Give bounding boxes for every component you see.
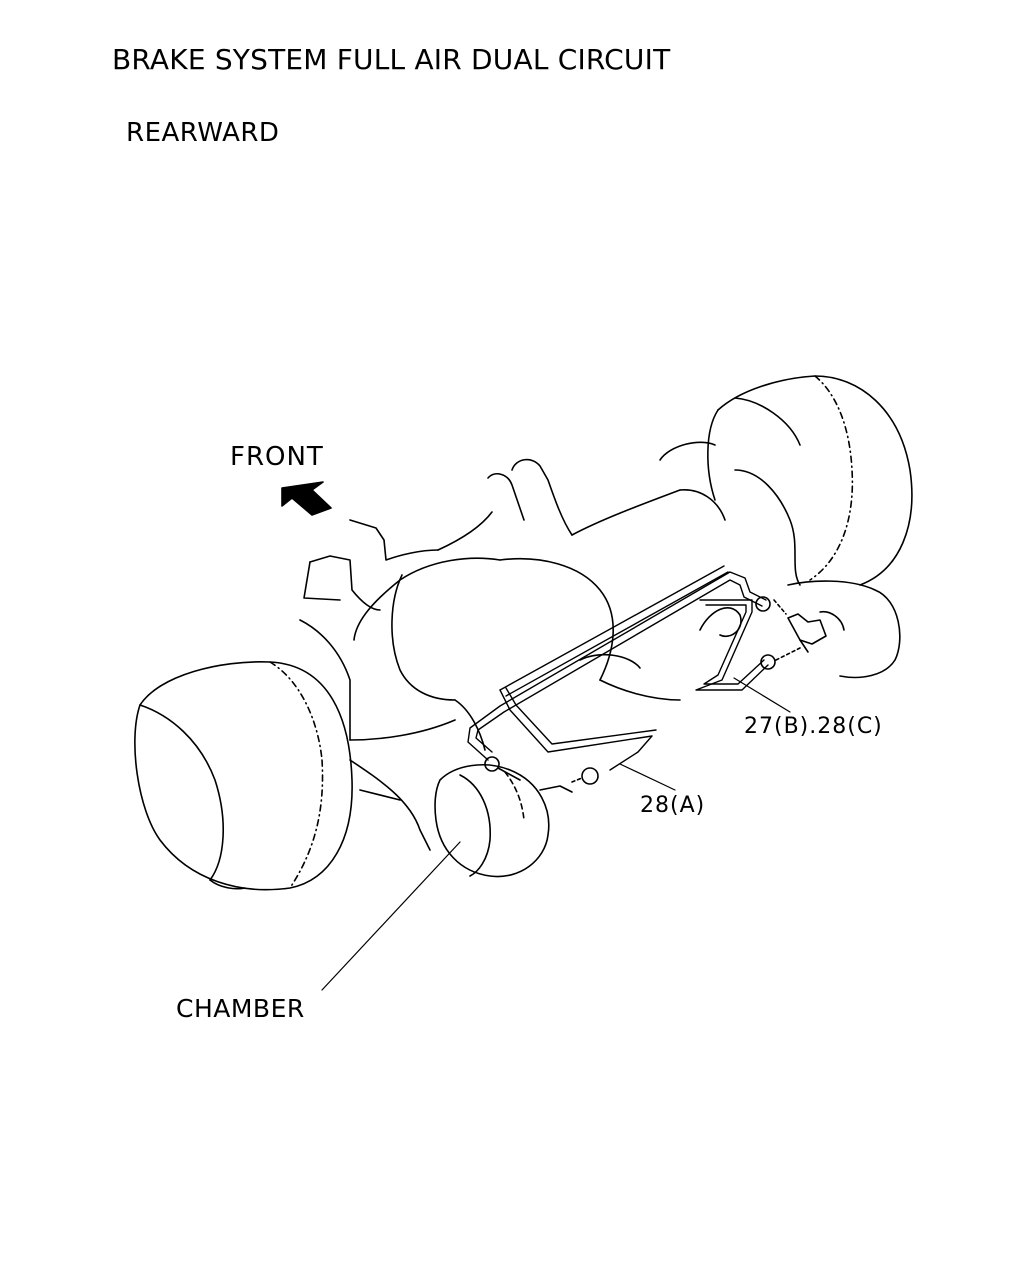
left-wheel-hub: [135, 662, 352, 890]
diagram-subtitle: REARWARD: [126, 118, 280, 148]
brake-pipe-28a: [468, 566, 766, 770]
front-arrow-icon: [282, 482, 331, 515]
pipe-fittings: [485, 597, 826, 784]
brake-chamber: [435, 765, 572, 877]
diagram-title: BRAKE SYSTEM FULL AIR DUAL CIRCUIT: [112, 43, 671, 76]
part-label-28a: 28(A): [640, 793, 706, 818]
part-label-27b-28c: 27(B).28(C): [744, 714, 883, 739]
leader-27b-28c: [734, 678, 790, 712]
brake-pipe-27b-28c: [696, 600, 768, 690]
axle-housing: [300, 442, 741, 850]
leader-chamber: [322, 842, 460, 990]
leader-lines: [322, 678, 790, 990]
chamber-label: CHAMBER: [176, 994, 305, 1023]
leader-28a: [620, 764, 675, 790]
front-label: FRONT: [230, 442, 324, 472]
right-wheel-hub: [708, 376, 912, 677]
